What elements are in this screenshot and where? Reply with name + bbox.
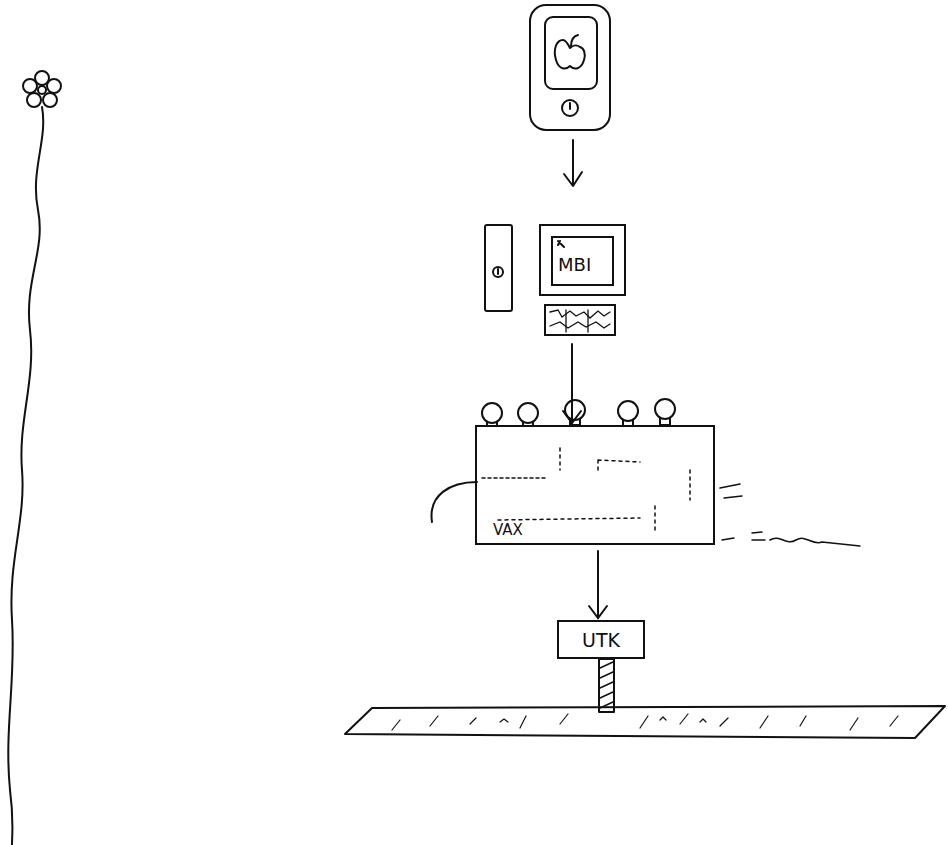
computer-line: [540, 225, 625, 295]
vax-machine-box: VAX: [475, 425, 715, 545]
ground-strip: [345, 706, 945, 738]
arrow-shaft: [597, 551, 599, 618]
computer-outline: [538, 222, 628, 338]
node-label: MBI: [558, 254, 591, 275]
flow-arrow: [589, 551, 607, 618]
computer-line: [566, 310, 588, 332]
utk-sign-box: UTK: [557, 620, 645, 659]
arrow-shaft: [571, 344, 573, 423]
flower: [8, 71, 61, 845]
vax-details: [432, 448, 860, 546]
computer-line: [545, 305, 615, 335]
computer-line: [550, 322, 610, 328]
computer-line: [550, 310, 610, 318]
flow-arrow: [563, 344, 581, 423]
phone-device: [530, 5, 610, 130]
arrow-head: [563, 411, 581, 423]
node-label: UTK: [559, 629, 643, 651]
node-label: VAX: [493, 521, 523, 539]
light-bulbs: [482, 399, 675, 426]
sign-post: [599, 659, 614, 712]
computer-box: MBI: [538, 222, 628, 338]
computer-line: [558, 241, 564, 247]
computer-line: [552, 237, 613, 285]
flow-arrow: [564, 140, 582, 186]
computer-tower: [485, 225, 512, 311]
arrow-head: [589, 606, 607, 618]
